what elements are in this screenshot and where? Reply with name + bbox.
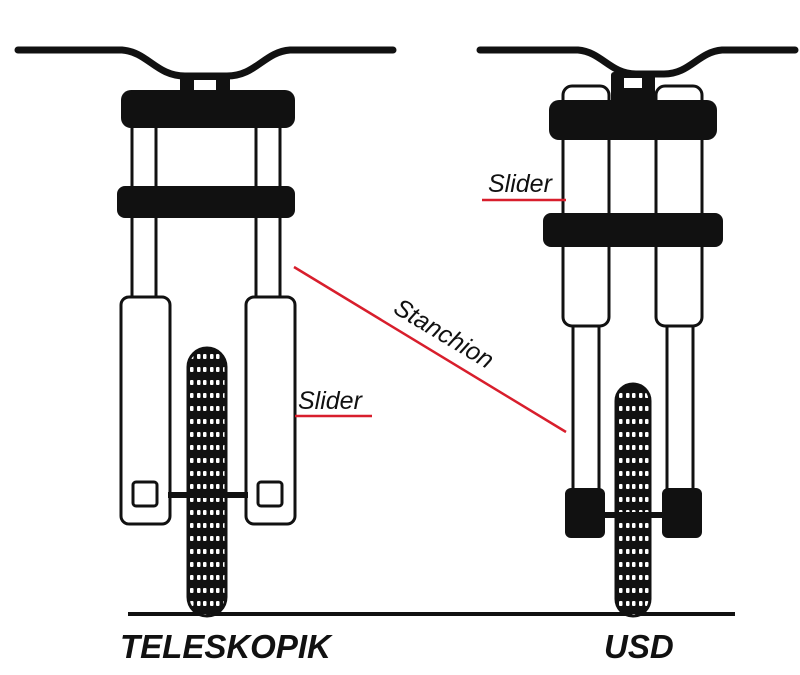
slider-right-b [654,84,704,328]
upper-triple-clamp-left [121,90,295,128]
stanchion-leader [293,265,567,434]
axle-clamp-right-a [565,488,605,538]
stanchion-right-a [571,320,601,496]
lower-triple-clamp-right [543,213,723,247]
stem-slot-right [624,78,642,88]
axle-boss-left-a [131,480,159,508]
axle-left [168,492,248,498]
front-tire-left [186,346,228,618]
slider-left-b [244,295,297,526]
handlebar-left [14,46,397,80]
caption-usd: USD [604,628,674,665]
stem-slot-left [194,80,216,90]
upper-triple-clamp-right [549,100,717,140]
stem-right [611,72,655,106]
axle-boss-left-b [256,480,284,508]
axle-right [595,512,675,518]
slider-left-a [119,295,172,526]
slider-left-label: Slider [298,387,364,415]
caption-telescopic: TELESKOPIK [120,628,333,665]
slider-right-a [561,84,611,328]
front-tire-right [614,382,652,618]
slider-right-label: Slider [488,170,554,198]
lower-triple-clamp-left [117,186,295,218]
handlebar-right [476,46,799,78]
axle-clamp-right-b [662,488,702,538]
telescopic-fork [14,46,397,618]
stanchion-right-b [665,320,695,496]
usd-fork [476,46,799,618]
